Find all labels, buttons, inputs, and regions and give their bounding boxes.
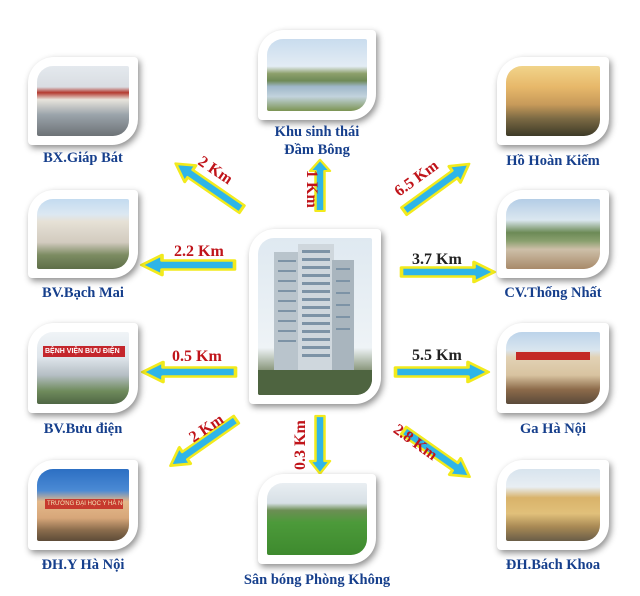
y-ha-noi-photo: TRƯỜNG ĐẠI HỌC Y HÀ NỘI — [37, 469, 129, 541]
distance-buu-dien: 0.5 Km — [172, 348, 222, 365]
label-bach-mai: BV.Bạch Mai — [42, 285, 124, 301]
building-photo — [258, 238, 372, 395]
arrow-ga-ha-noi — [393, 360, 491, 384]
distance-thong-nhat: 3.7 Km — [412, 251, 462, 268]
label-hoan-kiem: Hồ Hoàn Kiếm — [506, 153, 600, 169]
label-phong-khong: Sân bóng Phòng Không — [243, 572, 391, 588]
buu-dien-sign: BỆNH VIỆN BƯU ĐIỆN — [43, 346, 125, 357]
card-phong-khong — [258, 474, 376, 564]
distance-bach-mai: 2.2 Km — [174, 243, 224, 260]
y-ha-noi-sign: TRƯỜNG ĐẠI HỌC Y HÀ NỘI — [45, 499, 123, 509]
label-buu-dien: BV.Bưu điện — [43, 421, 123, 437]
label-thong-nhat: CV.Thống Nhất — [504, 285, 602, 301]
label-y-ha-noi: ĐH.Y Hà Nội — [41, 557, 125, 573]
card-bach-khoa — [497, 460, 609, 550]
label-ga-ha-noi: Ga Hà Nội — [519, 421, 587, 437]
label-dam-bong-1: Khu sinh thái — [274, 124, 360, 140]
bach-khoa-photo — [506, 469, 600, 541]
distance-phong-khong: 0.3 Km — [292, 420, 309, 470]
dam-bong-photo — [267, 39, 367, 111]
buu-dien-photo: BỆNH VIỆN BƯU ĐIỆN — [37, 332, 129, 404]
card-thong-nhat — [497, 190, 609, 278]
thong-nhat-photo — [506, 199, 600, 269]
card-y-ha-noi: TRƯỜNG ĐẠI HỌC Y HÀ NỘI — [28, 460, 138, 550]
card-ga-ha-noi — [497, 323, 609, 413]
label-giap-bat: BX.Giáp Bát — [43, 150, 123, 166]
distance-ga-ha-noi: 5.5 Km — [412, 347, 462, 364]
bach-mai-photo — [37, 199, 129, 269]
phong-khong-photo — [267, 483, 367, 555]
center-card — [249, 229, 381, 404]
arrow-phong-khong — [308, 414, 332, 475]
distance-dam-bong: 1 Km — [303, 170, 320, 208]
hoan-kiem-photo — [506, 66, 600, 136]
ga-ha-noi-banner — [516, 352, 590, 360]
ga-ha-noi-photo — [506, 332, 600, 404]
card-dam-bong — [258, 30, 376, 120]
card-giap-bat — [28, 57, 138, 145]
giap-bat-photo — [37, 66, 129, 136]
card-hoan-kiem — [497, 57, 609, 145]
label-bach-khoa: ĐH.Bách Khoa — [505, 557, 601, 573]
label-dam-bong-2: Đầm Bông — [284, 142, 350, 158]
card-bach-mai — [28, 190, 138, 278]
card-buu-dien: BỆNH VIỆN BƯU ĐIỆN — [28, 323, 138, 413]
